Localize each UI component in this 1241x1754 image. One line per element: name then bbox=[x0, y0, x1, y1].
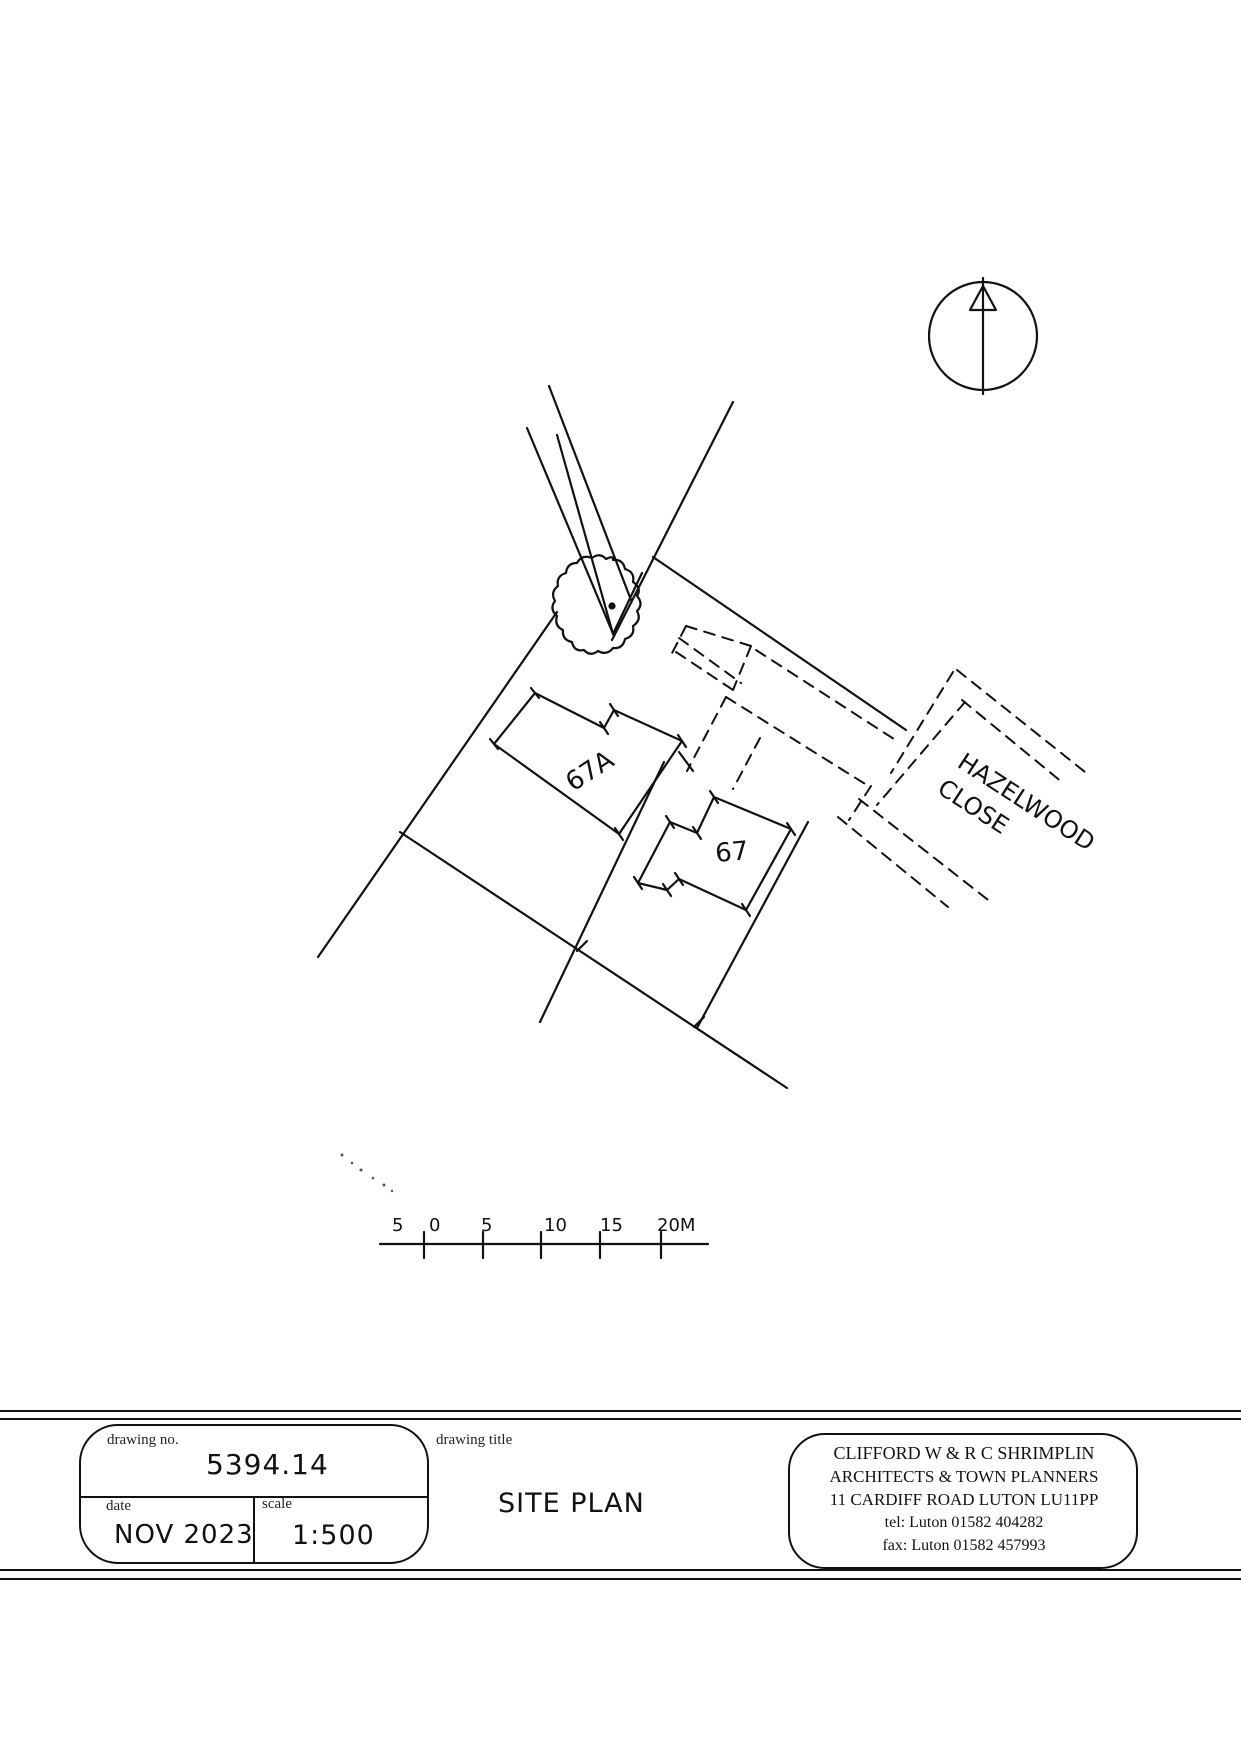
scale-value: 1:500 bbox=[292, 1520, 375, 1551]
tree-icon bbox=[551, 433, 644, 655]
date-value: NOV 2023 bbox=[114, 1520, 254, 1550]
firm-address: 11 CARDIFF ROAD LUTON LU11PP bbox=[829, 1490, 1099, 1509]
scan-noise bbox=[340, 1153, 394, 1193]
scale-label: scale bbox=[262, 1496, 292, 1512]
building-67a-outline bbox=[488, 686, 688, 842]
firm-profession: ARCHITECTS & TOWN PLANNERS bbox=[829, 1467, 1099, 1486]
site-boundary-lines bbox=[316, 384, 908, 1090]
scale-tick-label: 15 bbox=[600, 1215, 623, 1236]
scale-tick-label: 10 bbox=[544, 1215, 567, 1236]
scale-tick-label: 20M bbox=[657, 1215, 695, 1236]
firm-fax: fax: Luton 01582 457993 bbox=[882, 1537, 1046, 1554]
firm-telephone: tel: Luton 01582 404282 bbox=[884, 1514, 1044, 1531]
firm-name: CLIFFORD W & R C SHRIMPLIN bbox=[833, 1443, 1095, 1463]
plot-label-67: 67 bbox=[714, 836, 750, 869]
scale-tick-label: 0 bbox=[429, 1215, 440, 1236]
drawing-number-value: 5394.14 bbox=[206, 1448, 329, 1481]
scale-bar: 5 0 5 10 15 20M bbox=[378, 1215, 710, 1260]
scale-tick-label: 5 bbox=[481, 1215, 492, 1236]
building-67-outline bbox=[632, 789, 797, 918]
scale-tick-label: 5 bbox=[392, 1215, 403, 1236]
plot-label-67a: 67A bbox=[560, 745, 619, 798]
drawing-title-label: drawing title bbox=[436, 1432, 513, 1448]
north-arrow-icon bbox=[927, 276, 1039, 396]
driveway-dashed-lines bbox=[669, 625, 1086, 908]
drawing-title-value: SITE PLAN bbox=[498, 1488, 645, 1519]
architect-firm-stamp: CLIFFORD W & R C SHRIMPLIN ARCHITECTS & … bbox=[796, 1442, 1132, 1557]
date-label: date bbox=[106, 1498, 131, 1514]
drawing-number-label: drawing no. bbox=[107, 1432, 179, 1448]
title-block-frame bbox=[0, 1410, 1241, 1580]
